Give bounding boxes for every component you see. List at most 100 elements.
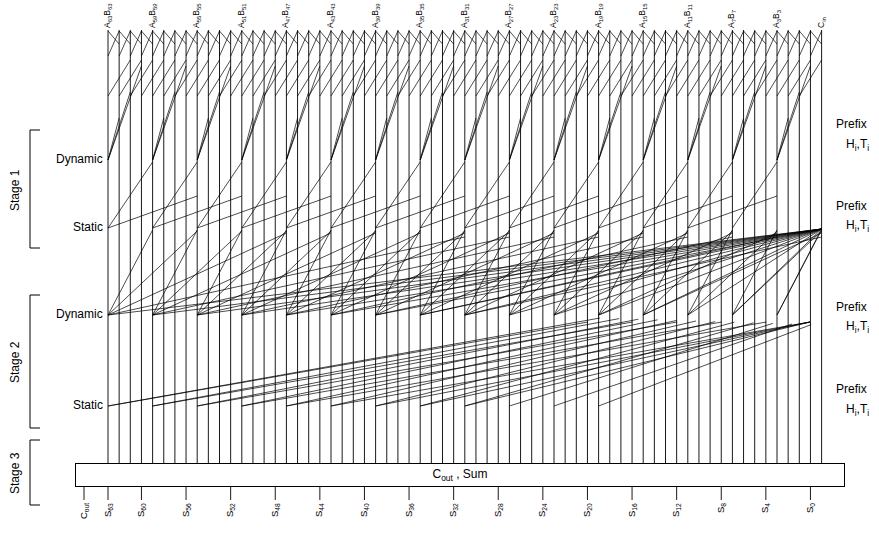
subscript: 24 [541,503,548,510]
subscript: 55 [196,16,202,23]
prefix-wire [331,230,376,315]
prefix-wire [599,231,688,315]
prefix-wire [420,233,598,315]
output-label: S12 [671,503,682,517]
subscript: 40 [363,503,370,510]
prefix-wire [242,233,420,315]
prefix-wire [242,230,287,315]
prefix-wire [108,31,119,44]
prefix-wire [509,162,554,228]
signal-label: Hi,Ti [846,219,869,233]
subscript: i [867,325,869,335]
subscript: 59 [151,16,157,23]
prefix-wire [543,31,554,56]
prefix-wire [654,60,676,96]
prefix-wire [509,31,520,56]
subscript: i [855,325,857,335]
stage-label: Stage 1 [9,169,23,210]
output-label: S24 [537,503,548,517]
prefix-wire [509,31,520,44]
operand-label: A3B3 [772,10,782,28]
prefix-wire [610,31,621,44]
prefix-wire [688,231,777,315]
prefix-wire [242,229,822,315]
output-label: S52 [225,503,236,517]
prefix-wire [420,322,734,406]
prefix-wire [220,31,231,56]
prefix-wire [420,229,821,315]
prefix-wire [331,31,342,44]
prefix-wire [465,162,510,228]
prefix-wire [242,322,722,406]
stage-bracket [30,130,40,248]
output-line [453,487,454,500]
subscript: 11 [687,16,693,22]
prefix-wires [108,31,822,406]
prefix-wire [788,60,810,96]
prefix-wire [376,322,716,406]
prefix-wire [119,60,141,96]
prefix-wire [554,230,599,315]
prefix-wire [643,162,688,228]
prefix-wire [509,66,542,160]
prefix-wire [610,31,621,56]
prefix-wire [275,60,297,96]
subscript: 44 [318,503,325,510]
prefix-wire [242,196,331,228]
bit-line [810,30,811,463]
prefix-wire [509,230,554,315]
prefix-wire [777,31,788,56]
prefix-wire [465,322,810,406]
prefix-wire [810,31,821,56]
prefix-wire [387,31,398,56]
subscript: 39 [374,16,380,23]
prefix-wire [521,31,532,44]
prefix-wire [342,60,364,96]
prefix-wire [387,60,409,96]
prefix-wire [264,31,275,44]
output-label: S8 [716,503,727,513]
prefix-label: Prefix [836,301,867,315]
prefix-wire [554,162,599,228]
prefix-wire [331,322,810,406]
prefix-wire [721,60,743,96]
prefix-wire [108,31,119,56]
prefix-wire [554,31,565,44]
prefix-wire [744,60,766,96]
operand-label: A19B19 [594,3,604,28]
prefix-wire [420,31,431,44]
prefix-wire [353,60,375,96]
output-line [721,487,722,500]
prefix-wire [732,31,743,56]
output-label: S44 [314,503,325,517]
prefix-wire [465,231,554,315]
prefix-wire [420,231,509,315]
output-label: S63 [103,503,114,517]
subscript: i [855,408,857,418]
prefix-wire [643,231,732,315]
prefix-wire [376,231,465,315]
operand-label: A7B7 [727,10,737,28]
subscript: 3 [776,10,782,13]
prefix-wire [153,231,242,315]
prefix-wire [331,233,509,315]
operand-label: A11B11 [683,4,693,28]
prefix-wire [476,31,487,56]
prefix-wire [621,60,643,96]
prefix-wire [153,196,242,228]
prefix-wire [777,229,822,315]
prefix-wire [777,60,799,96]
prefix-wire [331,237,688,315]
prefix-wire [688,66,721,160]
prefix-wire [420,162,465,228]
operand-label: A59B59 [148,3,158,28]
prefix-wire [643,31,654,44]
output-line [810,487,811,500]
prefix-wire [532,60,554,96]
operand-label: Cin [817,17,827,28]
prefix-wire [487,60,509,96]
prefix-wire [599,66,632,160]
prefix-wire [509,233,687,315]
prefix-wire [509,229,821,315]
prefix-wire [710,60,732,96]
